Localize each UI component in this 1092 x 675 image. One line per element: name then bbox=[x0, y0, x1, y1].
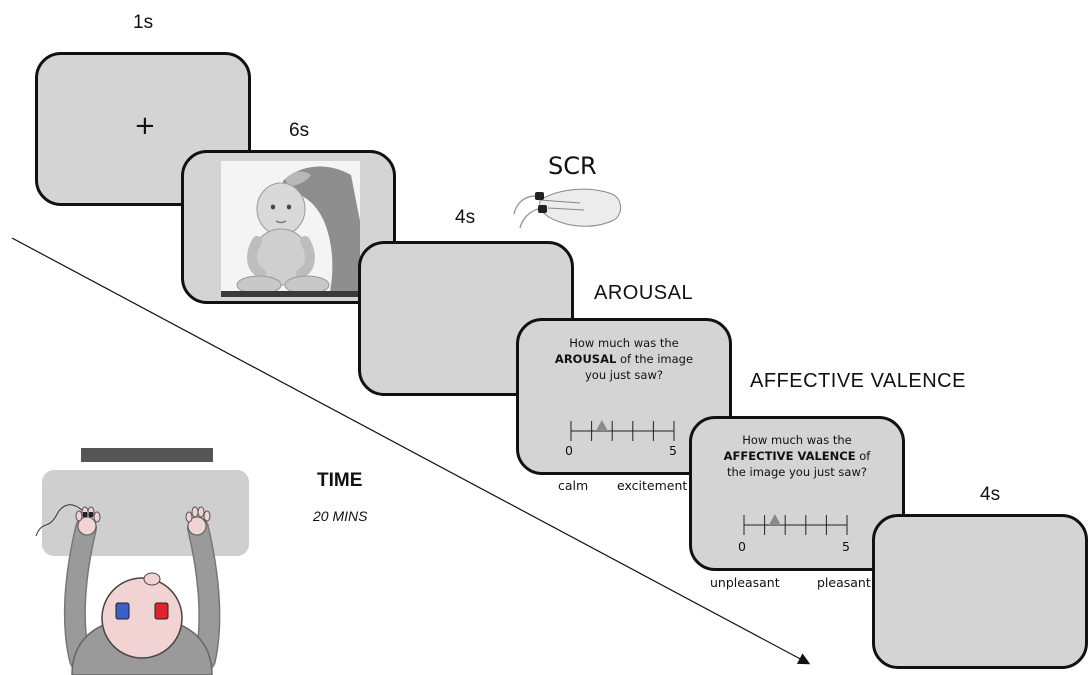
valence-marker bbox=[768, 514, 781, 525]
arousal-scale bbox=[570, 420, 675, 441]
arousal-anchor-high: excitement bbox=[617, 478, 688, 493]
valence-scale-max: 5 bbox=[842, 539, 850, 554]
duration-image: 6s bbox=[289, 120, 310, 141]
blank-screen-2 bbox=[872, 514, 1088, 669]
time-label: TIME bbox=[317, 470, 363, 491]
valence-scale bbox=[743, 514, 848, 535]
arousal-question: How much was the AROUSAL of the image yo… bbox=[554, 336, 694, 382]
valence-heading: AFFECTIVE VALENCE bbox=[750, 370, 966, 392]
valence-screen: How much was the AFFECTIVE VALENCE of th… bbox=[689, 416, 905, 571]
valence-anchor-low: unpleasant bbox=[710, 575, 780, 590]
arousal-anchor-low: calm bbox=[558, 478, 589, 493]
baby-photo bbox=[221, 161, 360, 297]
valence-question: How much was the AFFECTIVE VALENCE of th… bbox=[723, 433, 871, 479]
valence-anchor-high: pleasant bbox=[817, 575, 871, 590]
time-arrow bbox=[11, 237, 811, 665]
arousal-scale-max: 5 bbox=[669, 443, 677, 458]
duration-blank-2: 4s bbox=[980, 484, 1001, 505]
scr-label: SCR bbox=[548, 152, 597, 180]
arousal-heading: AROUSAL bbox=[594, 282, 694, 304]
duration-blank-1: 4s bbox=[455, 207, 476, 228]
arousal-scale-min: 0 bbox=[565, 443, 573, 458]
baby-illustration bbox=[221, 166, 360, 297]
duration-fixation: 1s bbox=[133, 12, 154, 33]
fixation-cross: + bbox=[134, 111, 156, 141]
valence-scale-min: 0 bbox=[738, 539, 746, 554]
time-duration: 20 MINS bbox=[313, 508, 368, 524]
arousal-marker bbox=[595, 420, 608, 431]
